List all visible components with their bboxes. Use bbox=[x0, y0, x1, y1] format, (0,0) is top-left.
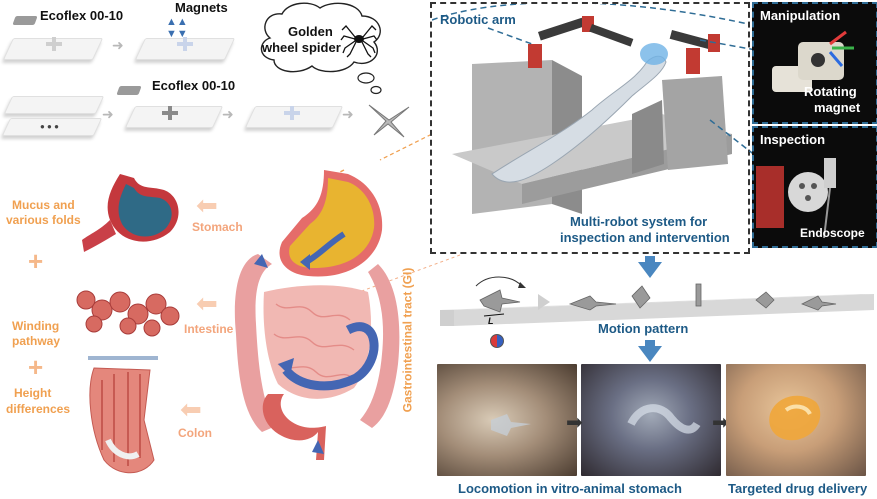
robotic-arm-label: Robotic arm bbox=[440, 12, 516, 27]
robot-pose bbox=[479, 283, 837, 313]
cross-cavity bbox=[162, 111, 178, 115]
endoscope-illustration bbox=[756, 158, 836, 239]
inspection-title: Inspection bbox=[760, 132, 826, 147]
manipulation-title: Manipulation bbox=[760, 8, 841, 23]
mold-icon bbox=[116, 86, 142, 95]
plus-icon: + bbox=[28, 246, 44, 276]
robot-caption-1: Multi-robot system for bbox=[570, 214, 708, 229]
down-arrow-stem bbox=[645, 256, 655, 264]
drug-delivery-photo bbox=[726, 364, 866, 476]
colon-illustration bbox=[88, 356, 158, 474]
magnet-rotation-icon bbox=[490, 334, 504, 348]
arrow-left-icon: ⬅ bbox=[180, 394, 202, 424]
sheet-step-3 bbox=[3, 96, 105, 114]
thought-cloud bbox=[260, 2, 382, 95]
height-label-1: Height bbox=[14, 386, 52, 400]
winding-label-2: pathway bbox=[12, 334, 61, 348]
locomotion-caption: Locomotion in vitro-animal stomach bbox=[458, 481, 682, 496]
motion-track bbox=[440, 276, 874, 326]
cross-cut bbox=[284, 111, 300, 115]
rotating-label-2: magnet bbox=[814, 100, 861, 115]
magnet-dots: ● ● ● bbox=[40, 122, 59, 131]
stomach-illustration bbox=[82, 174, 179, 252]
cross-cavity bbox=[46, 42, 62, 46]
ecoflex-label-mid: Ecoflex 00-10 bbox=[152, 78, 236, 93]
gi-tract-label: Gastrointestinal tract (GI) bbox=[400, 267, 415, 413]
gi-tract-illustration bbox=[234, 170, 400, 460]
arrow-right-icon: ➜ bbox=[102, 106, 114, 122]
arrow-left-icon: ⬅ bbox=[196, 288, 218, 318]
sheet-step-4 bbox=[124, 106, 224, 128]
stomach-label: Stomach bbox=[192, 220, 243, 234]
length-symbol: L bbox=[488, 316, 494, 326]
arrow-right-icon: ➜ bbox=[112, 37, 124, 53]
magnets-icon: ▲▲▼▼ bbox=[166, 16, 188, 40]
robot-caption-2: inspection and intervention bbox=[560, 230, 730, 245]
arrow-left-icon: ⬅ bbox=[196, 190, 218, 220]
height-label-2: differences bbox=[6, 402, 71, 416]
down-arrow-stem bbox=[645, 340, 655, 348]
magnets-label: Magnets bbox=[175, 0, 228, 15]
rotating-magnet-illustration bbox=[772, 30, 854, 92]
stomach-photo-2 bbox=[581, 364, 721, 476]
manipulation-inset: Manipulation Rotating magnet bbox=[752, 2, 877, 124]
dashed-connector bbox=[700, 39, 757, 157]
drug-delivery-caption: Targeted drug delivery bbox=[728, 481, 868, 496]
mucus-label-2: various folds bbox=[6, 213, 81, 227]
mold-icon bbox=[12, 16, 38, 25]
arrow-right-icon: ➜ bbox=[222, 106, 234, 122]
spider-label-2: wheel spider bbox=[262, 40, 341, 55]
drug-capsule bbox=[769, 395, 821, 441]
arrow-right-icon: ➜ bbox=[342, 106, 354, 122]
motion-pattern-label: Motion pattern bbox=[598, 321, 689, 336]
ecoflex-label-top: Ecoflex 00-10 bbox=[40, 8, 124, 23]
rotating-label-1: Rotating bbox=[804, 84, 857, 99]
inspection-inset: Inspection Endoscope bbox=[752, 126, 877, 248]
intestine-illustration bbox=[76, 290, 180, 337]
folded-robot-icon bbox=[368, 104, 410, 138]
dashed-connector bbox=[323, 124, 451, 181]
robot-in-stomach bbox=[627, 404, 701, 434]
arrow-right-icon: ➡ bbox=[566, 412, 583, 434]
cross-with-magnets bbox=[177, 42, 193, 46]
colon-label: Colon bbox=[178, 426, 212, 440]
endoscope-label: Endoscope bbox=[800, 226, 865, 240]
down-arrow-icon bbox=[638, 262, 662, 278]
intestine-label: Intestine bbox=[184, 322, 234, 336]
mucus-label-1: Mucus and bbox=[12, 198, 75, 212]
spider-label-1: Golden bbox=[288, 24, 333, 39]
stomach-photo-1 bbox=[437, 364, 577, 476]
arrow-right-icon: ➡ bbox=[712, 412, 729, 434]
winding-label-1: Winding bbox=[12, 319, 60, 333]
plus-icon: + bbox=[28, 352, 44, 382]
robot-in-stomach bbox=[491, 414, 531, 436]
spider-icon bbox=[340, 25, 378, 58]
down-arrow-icon bbox=[638, 346, 662, 362]
